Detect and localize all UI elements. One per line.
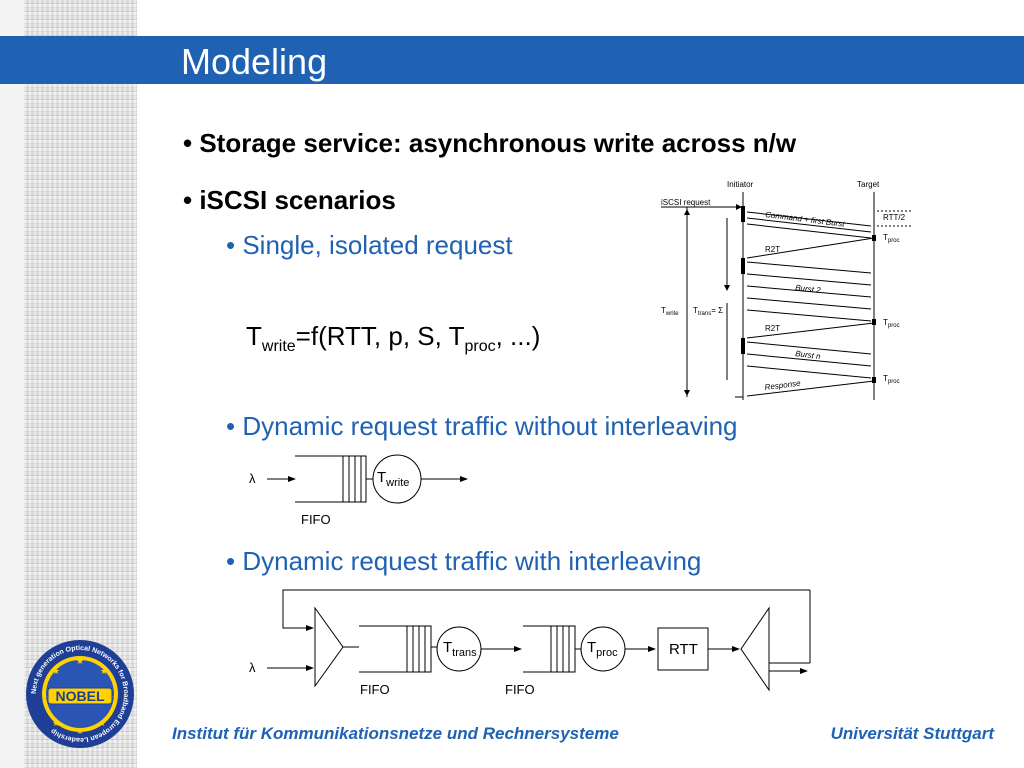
rtt-box-label: RTT (669, 641, 698, 658)
sub-bullet-single-request: • Single, isolated request (226, 230, 513, 260)
sub-bullet-no-interleaving: • Dynamic request traffic without interl… (226, 411, 738, 441)
tproc-label-3: Tproc (883, 374, 900, 385)
bullet-storage-text: Storage service: asynchronous write acro… (199, 128, 797, 158)
sub-bullet-interleaving: • Dynamic request traffic with interleav… (226, 546, 702, 576)
fifo-label-2: FIFO (360, 682, 390, 697)
nobel-logo: Next generation Optical Networks for Bro… (26, 640, 134, 748)
burstn-label: Burst n (795, 349, 822, 361)
svg-text:★: ★ (52, 666, 60, 676)
twrite-server-label: Twrite (377, 469, 409, 489)
tproc-label-1: Tproc (883, 233, 900, 244)
bullet-iscsi-scenarios: • iSCSI scenarios (183, 185, 396, 215)
ttrans-server-label: Ttrans (443, 639, 477, 659)
lambda-label-1: λ (249, 471, 256, 486)
twrite-label: Twrite (661, 306, 679, 317)
twrite-formula: Twrite=f(RTT, p, S, Tproc, ...) (246, 321, 541, 355)
queue-model-interleaving: λ FIFO FIFO Ttrans Tproc RTT (249, 589, 811, 697)
rtt2-label: RTT/2 (883, 213, 906, 222)
iscsi-timing-diagram: Initiator Target iSCSI request RTT/2 R2T… (661, 180, 913, 400)
svg-text:★: ★ (76, 726, 84, 736)
bullet-iscsi-text: iSCSI scenarios (199, 185, 396, 215)
iscsi-request-label: iSCSI request (661, 198, 711, 207)
footer-university: Universität Stuttgart (830, 724, 994, 743)
tproc-label-2: Tproc (883, 318, 900, 329)
title-bar (0, 36, 1024, 84)
sub-bullet-no-interleaving-text: Dynamic request traffic without interlea… (242, 411, 738, 441)
side-strip-edge (0, 0, 24, 768)
svg-text:★: ★ (100, 666, 108, 676)
page-title: Modeling (181, 41, 328, 82)
lambda-label-2: λ (249, 660, 256, 675)
svg-text:NOBEL: NOBEL (56, 688, 105, 704)
sub-bullet-single-text: Single, isolated request (242, 230, 513, 260)
footer-institute: Institut für Kommunikationsnetze und Rec… (172, 724, 619, 743)
response-label: Response (764, 379, 801, 392)
bullet-storage-service: • Storage service: asynchronous write ac… (183, 128, 797, 158)
sub-bullet-interleaving-text: Dynamic request traffic with interleavin… (242, 546, 702, 576)
initiator-label: Initiator (727, 180, 754, 189)
queue-model-no-interleaving: λ FIFO Twrite (249, 454, 468, 527)
fifo-label-1: FIFO (301, 512, 331, 527)
fifo-label-3: FIFO (505, 682, 535, 697)
r2t-label-2: R2T (765, 324, 780, 333)
svg-text:★: ★ (76, 656, 84, 666)
r2t-label-1: R2T (765, 245, 780, 254)
tproc-server-label: Tproc (587, 639, 618, 659)
ttrans-label: Ttrans= Σ (693, 306, 723, 317)
svg-text:★: ★ (52, 718, 60, 728)
cmd-burst-label: Command + first Burst (765, 210, 846, 229)
svg-text:★: ★ (98, 718, 106, 728)
burst2-label: Burst 2 (795, 283, 822, 295)
target-label: Target (857, 180, 880, 189)
